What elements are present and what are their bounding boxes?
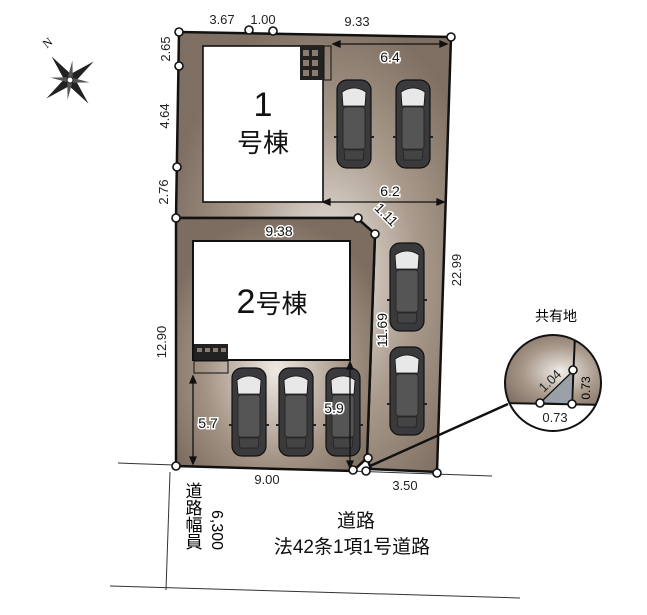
shared-land-vertical: 0.73 [579, 376, 593, 400]
car-lot1-d [386, 346, 428, 436]
dim-top-1: 3.67 [209, 12, 234, 27]
car-lot1-a [333, 79, 375, 169]
building-1-suffix: 号棟 [237, 128, 289, 158]
compass-north-label: N [40, 34, 56, 51]
building-2 [192, 240, 351, 361]
entrance-grid-2 [193, 344, 229, 374]
dim-lot2-top: 9.38 [265, 223, 292, 239]
road-edge-bottom [109, 585, 521, 599]
building-1-number: 1 [254, 86, 273, 124]
dim-left-1: 2.65 [158, 36, 173, 61]
road-width-value: 6,300 [208, 510, 225, 550]
dim-bottom-right: 3.50 [392, 478, 417, 493]
dim-top-2: 1.00 [250, 12, 275, 27]
dim-right-side: 22.99 [449, 254, 464, 287]
building-2-number: 2 [237, 283, 256, 321]
car-lot1-c [386, 242, 428, 332]
inset-leader [369, 402, 509, 468]
dim-parking-2-right: 5.9 [324, 400, 344, 416]
dim-parking-2-left: 5.7 [198, 415, 218, 431]
dim-left-3: 2.76 [156, 179, 171, 204]
dim-bottom-left: 9.00 [254, 472, 279, 487]
dim-parking-1-bottom: 6.2 [380, 183, 400, 199]
road-width-line [165, 471, 171, 591]
road-name: 道路 [337, 510, 375, 532]
building-2-suffix: 号棟 [255, 289, 307, 319]
shared-land-title: 共有地 [535, 308, 577, 324]
shared-land-inset [504, 334, 602, 432]
building-2-label: 2号棟 [237, 283, 308, 321]
car-lot2-a [228, 367, 270, 457]
car-lot2-b [275, 367, 317, 457]
road-width-label: 道路幅員 [183, 482, 203, 550]
boundary-points [171, 25, 456, 478]
dim-top-3: 9.33 [344, 14, 369, 29]
dim-parking-1-top: 6.4 [380, 49, 400, 65]
shared-land-horizontal: 0.73 [542, 410, 567, 425]
dim-lot2-left: 12.90 [154, 326, 169, 359]
car-lot1-b [392, 79, 434, 169]
compass-icon [46, 56, 94, 104]
road-classification: 法42条1項1号道路 [274, 536, 430, 558]
entrance-grid-1 [300, 45, 332, 81]
dim-left-2: 4.64 [157, 103, 172, 128]
dim-flag-side: 11.69 [374, 313, 390, 347]
dimension-arrows [189, 40, 449, 470]
